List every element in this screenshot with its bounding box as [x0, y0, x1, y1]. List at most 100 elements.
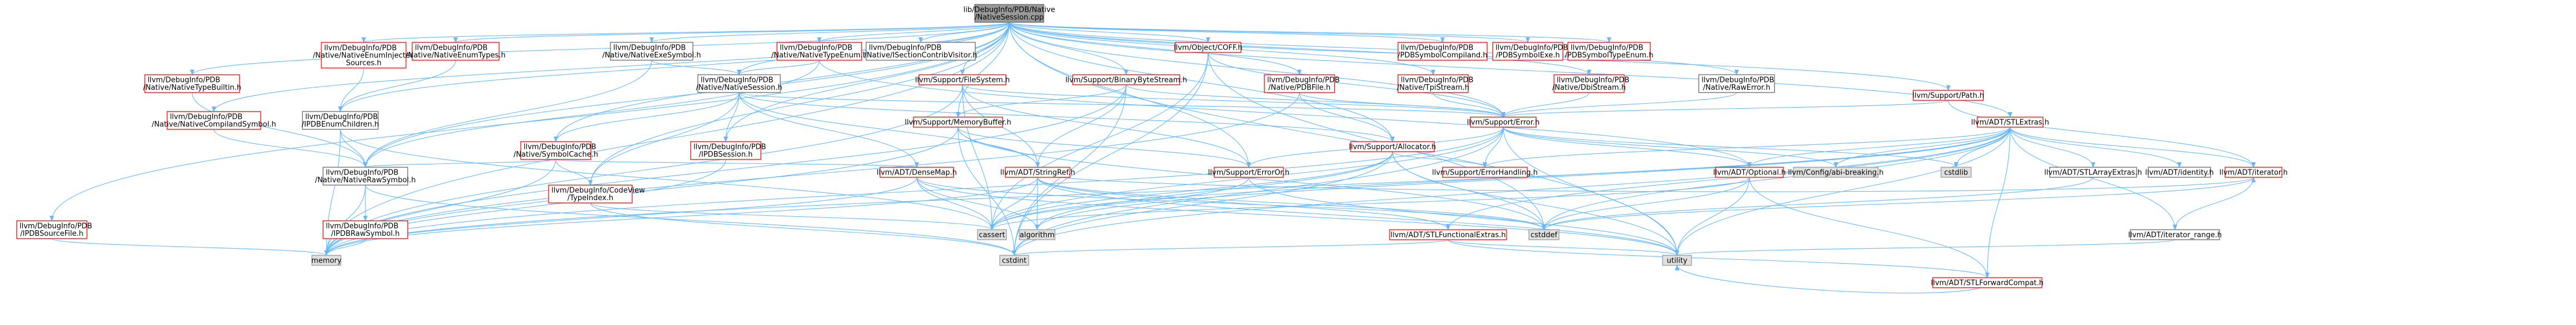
node-native-exe-symbol[interactable]: llvm/DebugInfo/PDB/Native/NativeExeSymbo… — [602, 42, 701, 61]
edge-root-to-native-type-builtin — [190, 22, 1010, 75]
node-box — [2049, 167, 2137, 178]
node-native-session[interactable]: llvm/DebugInfo/PDB/Native/NativeSession.… — [696, 74, 783, 93]
node-file-system[interactable]: llvm/Support/FileSystem.h — [915, 74, 1010, 85]
node-support-error[interactable]: llvm/Support/Error.h — [1467, 117, 1540, 128]
edge-stlextras-to-cstdint — [1012, 127, 2011, 256]
node-label-line: llvm/DebugInfo/PDB — [780, 44, 852, 52]
node-support-path[interactable]: llvm/Support/Path.h — [1913, 90, 1984, 101]
node-label-line: /Native/DbiStream.h — [1552, 84, 1626, 92]
node-native-compiland-symbol[interactable]: llvm/DebugInfo/PDB/Native/NativeCompilan… — [151, 111, 276, 130]
node-stlarray-extras[interactable]: llvm/ADT/STLArrayExtras.h — [2044, 167, 2142, 178]
node-box — [1005, 167, 1071, 178]
edge-stlextras-to-cstddef — [1542, 127, 2011, 230]
edge-stlextras-to-stlforward-compat — [1985, 127, 2011, 278]
edge-support-path-to-iterator — [1948, 100, 2256, 168]
node-box — [974, 4, 1044, 23]
edge-pdbfile-to-memory — [324, 92, 1300, 256]
node-pdbsymbol-type-enum[interactable]: llvm/DebugInfo/PDB/PDBSymbolTypeEnum.h — [1565, 42, 1654, 61]
node-label-line: llvm/DebugInfo/PDB — [1401, 76, 1473, 85]
node-stlfunctional-extras[interactable]: llvm/ADT/STLFunctionalExtras.h — [1389, 229, 1507, 240]
node-ipdbraw-symbol[interactable]: llvm/DebugInfo/PDB/IPDBRawSymbol.h — [322, 220, 408, 239]
node-identity[interactable]: llvm/ADT/identity.h — [2145, 167, 2214, 178]
node-ipdbenum-children[interactable]: llvm/DebugInfo/PDB/IPDBEnumChildren.h — [302, 111, 379, 130]
node-label-line: /Native/NativeExeSymbol.h — [602, 51, 701, 60]
node-memory-buffer[interactable]: llvm/Support/MemoryBuffer.h — [905, 117, 1011, 128]
node-label-line: /Native/NativeEnumTypes.h — [405, 51, 505, 60]
edge-stlextras-to-stlarray-extras — [2010, 127, 2095, 168]
node-source-file[interactable]: llvm/DebugInfo/PDB/IPDBSourceFile.h — [16, 220, 92, 239]
edge-string-ref-to-iterator — [1037, 172, 2256, 192]
edge-iterator-to-cstddef — [1542, 177, 2254, 230]
edge-pdbfile-to-support-allocator — [1299, 92, 1395, 142]
node-label-line: llvm/ADT/STLFunctionalExtras.h — [1391, 231, 1506, 239]
node-tpi-stream[interactable]: llvm/DebugInfo/PDB/Native/TpiStream.h — [1397, 74, 1474, 93]
node-label-line: /PDBSymbolExe.h — [1495, 51, 1560, 60]
node-object-coff[interactable]: llvm/Object/COFF.h — [1174, 42, 1243, 53]
node-pdbsymbol-compiland[interactable]: llvm/DebugInfo/PDB/PDBSymbolCompiland.h — [1397, 42, 1488, 61]
node-ipdbsession[interactable]: llvm/DebugInfo/PDB/IPDBSession.h — [690, 141, 766, 160]
edge-root-to-support-allocator — [1009, 22, 1395, 142]
node-isection-contrib-visitor[interactable]: llvm/DebugInfo/PDB/Native/ISectionContri… — [864, 42, 977, 61]
node-label-line: llvm/DebugInfo/PDB — [324, 44, 397, 52]
node-native-raw-symbol[interactable]: llvm/DebugInfo/PDB/Native/NativeRawSymbo… — [315, 167, 416, 186]
node-symbol-cache[interactable]: llvm/DebugInfo/PDB/Native/SymbolCache.h — [514, 141, 598, 160]
node-box — [1553, 74, 1625, 93]
node-box — [977, 229, 1007, 240]
node-box — [520, 141, 592, 160]
edge-native-session-to-support-error — [739, 92, 1505, 118]
edge-native-session-to-dense-map — [739, 92, 919, 168]
node-dense-map[interactable]: llvm/ADT/DenseMap.h — [877, 167, 957, 178]
node-error-handling[interactable]: llvm/Support/ErrorHandling.h — [1432, 167, 1538, 178]
edge-root-to-native-exe-symbol — [649, 22, 1010, 43]
node-label-line: llvm/ADT/STLArrayExtras.h — [2044, 168, 2142, 177]
node-support-allocator[interactable]: llvm/Support/Allocator.h — [1349, 141, 1436, 152]
node-stlextras[interactable]: llvm/ADT/STLExtras.h — [1971, 117, 2049, 128]
node-label-line: llvm/DebugInfo/PDB — [1495, 44, 1568, 52]
node-pdbsymbol-exe[interactable]: llvm/DebugInfo/PDB/PDBSymbolExe.h — [1492, 42, 1568, 61]
node-iterator-range[interactable]: llvm/ADT/iterator_range.h — [2128, 229, 2222, 240]
edge-root-to-support-error — [1009, 22, 1505, 118]
node-label-line: llvm/Support/Allocator.h — [1349, 143, 1436, 151]
node-dbi-stream[interactable]: llvm/DebugInfo/PDB/Native/DbiStream.h — [1552, 74, 1630, 93]
node-label-line: /Native/NativeRawSymbol.h — [315, 176, 416, 185]
edge-optional-to-cassert — [990, 177, 1750, 230]
node-binary-byte-stream[interactable]: llvm/Support/BinaryByteStream.h — [1065, 74, 1187, 85]
edge-ipdbenum-children-to-native-raw-symbol — [340, 129, 368, 168]
node-box — [321, 42, 407, 69]
node-box — [690, 141, 761, 160]
node-label-line: lib/DebugInfo/PDB/Native — [964, 6, 1055, 14]
node-error-or[interactable]: llvm/Support/ErrorOr.h — [1208, 167, 1289, 178]
node-label-line: llvm/ADT/Optional.h — [1713, 168, 1786, 177]
node-label-line: llvm/DebugInfo/PDB — [305, 113, 378, 122]
edge-string-ref-to-memory — [324, 177, 1038, 256]
node-utility: utility — [1662, 255, 1692, 266]
node-pdbfile[interactable]: llvm/DebugInfo/PDB/Native/PDBFile.h — [1264, 74, 1340, 93]
node-label-line: llvm/DebugInfo/PDB — [170, 113, 242, 122]
node-native-enum-types[interactable]: llvm/DebugInfo/PDB/Native/NativeEnumType… — [405, 42, 506, 61]
edge-stlfunctional-extras-to-stlforward-compat — [1448, 239, 1990, 278]
edge-root-to-source-file — [50, 22, 1010, 221]
node-label-line: /IPDBEnumChildren.h — [302, 120, 379, 129]
node-label-line: llvm/ADT/iterator.h — [2220, 168, 2288, 177]
node-root: lib/DebugInfo/PDB/Native/NativeSession.c… — [964, 4, 1055, 23]
edge-native-raw-symbol-to-cstdint — [365, 185, 1016, 256]
node-iterator[interactable]: llvm/ADT/iterator.h — [2220, 167, 2288, 178]
edge-raw-error-to-support-error — [1501, 92, 1737, 118]
node-box — [322, 220, 408, 239]
node-optional[interactable]: llvm/ADT/Optional.h — [1713, 167, 1786, 178]
node-native-enum-injected-sources[interactable]: llvm/DebugInfo/PDB/Native/NativeEnumInje… — [313, 42, 414, 69]
edge-optional-to-stlforward-compat — [1749, 177, 1990, 278]
edge-code-view-type-index-to-cstdint — [590, 202, 1016, 256]
node-box — [1389, 229, 1507, 240]
node-string-ref[interactable]: llvm/ADT/StringRef.h — [1000, 167, 1075, 178]
node-native-type-enum[interactable]: llvm/DebugInfo/PDB/Native/NativeTypeEnum… — [771, 42, 868, 61]
node-code-view-type-index[interactable]: llvm/DebugInfo/CodeView/TypeIndex.h — [548, 185, 645, 203]
edge-root-to-symbol-cache — [554, 22, 1010, 142]
edge-support-allocator-to-algorithm — [1035, 151, 1393, 230]
node-stlforward-compat[interactable]: llvm/ADT/STLForwardCompat.h — [1931, 277, 2044, 288]
node-label-line: llvm/DebugInfo/PDB — [701, 76, 773, 85]
node-label-line: /Native/SymbolCache.h — [514, 151, 598, 159]
node-raw-error[interactable]: llvm/DebugInfo/PDB/Native/RawError.h — [1698, 74, 1775, 93]
node-label-line: llvm/DebugInfo/PDB — [326, 222, 398, 231]
node-native-type-builtin[interactable]: llvm/DebugInfo/PDB/Native/NativeTypeBuil… — [143, 74, 242, 93]
